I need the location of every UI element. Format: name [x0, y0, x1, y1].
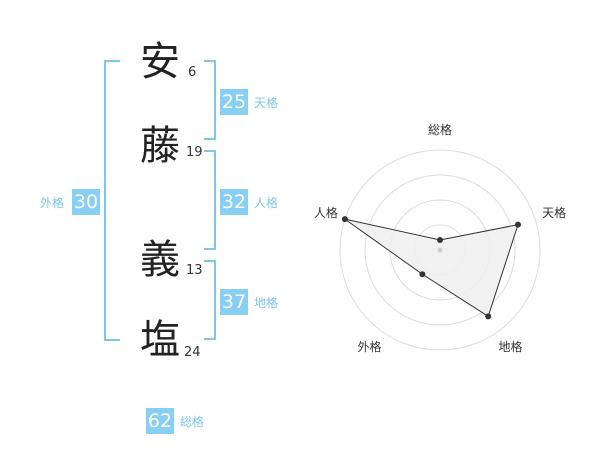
radar-axis-label-5: 人格: [314, 205, 338, 220]
radar-center-dot: [437, 247, 443, 253]
jinkaku-label: 人格: [254, 196, 279, 210]
radar-point-2: [514, 221, 521, 228]
radar-axis-label-4: 外格: [357, 339, 381, 354]
stroke-count-3: 13: [186, 263, 203, 278]
gaikaku-bracket: [104, 60, 120, 341]
chikaku-value-badge: 37: [220, 289, 248, 315]
radar-axis-label-3: 地格: [499, 339, 523, 354]
stroke-count-2: 19: [186, 145, 203, 160]
radar-axis-label-2: 天格: [542, 205, 566, 220]
radar-axis-label-1: 総格: [428, 122, 452, 137]
tenkaku-bracket: [204, 60, 216, 140]
name-char-4: 塩: [140, 317, 180, 363]
radar-point-4: [419, 271, 426, 278]
tenkaku-label: 天格: [254, 96, 279, 110]
chikaku-label: 地格: [254, 296, 279, 310]
name-char-1: 安: [140, 39, 180, 85]
name-char-2: 藤: [140, 123, 180, 169]
radar-points: [341, 216, 521, 320]
gaikaku-value-badge: 30: [72, 189, 100, 215]
soukaku-value-badge: 62: [146, 408, 174, 434]
tenkaku-value-badge: 25: [220, 89, 248, 115]
radar-point-5: [341, 216, 348, 223]
jinkaku-value-badge: 32: [220, 189, 248, 215]
stroke-count-1: 6: [188, 65, 197, 80]
gaikaku-label: 外格: [40, 196, 65, 210]
stroke-count-4: 24: [184, 345, 201, 360]
radar-grid-ring: [339, 149, 541, 351]
jinkaku-bracket: [204, 150, 216, 250]
radar-point-1: [437, 237, 443, 243]
radar-shape: [344, 218, 519, 318]
soukaku-label: 総格: [180, 415, 205, 429]
radar-point-3: [485, 313, 492, 320]
radar-grid-ring: [364, 174, 516, 326]
name-char-3: 義: [140, 237, 180, 283]
chikaku-bracket: [204, 260, 216, 340]
